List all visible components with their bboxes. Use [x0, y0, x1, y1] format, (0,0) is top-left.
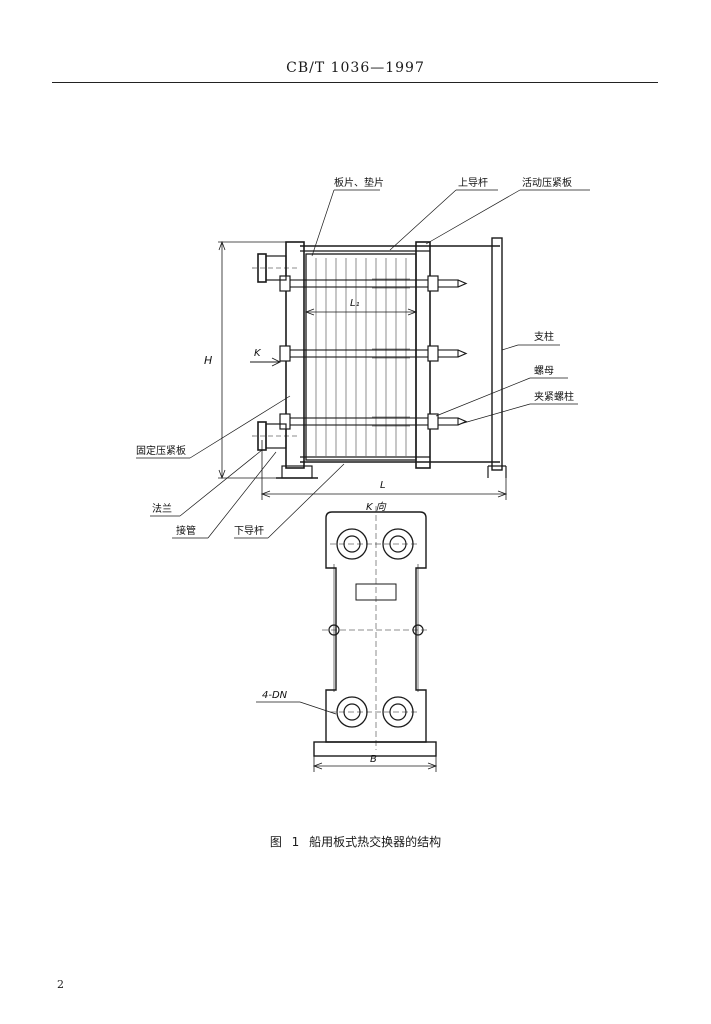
- label-view-k: K: [254, 348, 262, 359]
- label-upper-guide-bar: 上导杆: [458, 177, 488, 189]
- label-flange: 法兰: [152, 502, 172, 515]
- nozzles: [252, 253, 300, 451]
- support-column: [491, 237, 503, 471]
- label-fixed-press-plate: 固定压紧板: [136, 444, 186, 457]
- label-dim-l: L: [380, 480, 386, 491]
- label-lower-guide-bar: 下导杆: [234, 525, 264, 537]
- page-number: 2: [57, 978, 64, 991]
- label-nut: 螺母: [534, 365, 554, 377]
- label-ports: 4-DN: [262, 690, 288, 701]
- k-view: [312, 506, 438, 772]
- leader-lines: [136, 189, 590, 715]
- label-movable-press-plate: 活动压紧板: [522, 176, 572, 189]
- label-dim-l1: L₁: [350, 298, 360, 309]
- k-arrow: [250, 357, 282, 367]
- label-support-column: 支柱: [534, 330, 554, 343]
- dimension-l1: [304, 308, 418, 316]
- dimension-l: [260, 440, 508, 500]
- label-k-view-title: K 向: [366, 501, 387, 513]
- clamping-bolts: [279, 275, 468, 430]
- label-plates: 板片、垫片: [334, 176, 384, 189]
- standard-code: CB/T 1036—1997: [286, 60, 425, 76]
- label-nozzle: 接管: [176, 524, 196, 537]
- label-dim-h: H: [204, 354, 212, 367]
- header-rule: [52, 82, 658, 83]
- label-clamping-bolt: 夹紧螺柱: [534, 390, 574, 403]
- dimension-h: [218, 240, 300, 480]
- figure-caption: 图 1 船用板式热交换器的结构: [269, 835, 442, 849]
- label-dim-b: B: [370, 754, 377, 765]
